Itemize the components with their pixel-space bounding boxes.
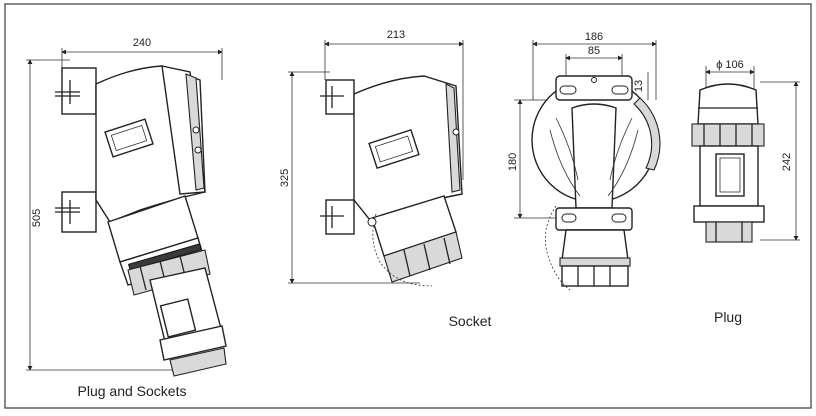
plug-grip-ring (691, 123, 765, 147)
caption-plug: Plug (714, 309, 742, 325)
plug-figure: ϕ 106 242 (691, 59, 800, 243)
front-coupling-ring (561, 265, 629, 287)
front-width-label: 186 (585, 31, 603, 43)
cap-chain (372, 213, 433, 287)
front-top-bracket (555, 75, 633, 101)
socket-figure: 213 325 (279, 29, 464, 287)
socket-front-view-figure: 186 85 13 180 (507, 31, 661, 291)
plug-cap (697, 83, 759, 125)
socket-bracket-top (325, 79, 355, 115)
front-cap-chain (544, 205, 571, 291)
front-height-label: 180 (507, 153, 519, 171)
label-plate (104, 118, 154, 158)
socket-height-label: 325 (279, 169, 291, 187)
socket-label-plate (368, 128, 420, 170)
plug-and-sockets-figure: 240 505 (26, 37, 227, 377)
width-dimension-label: 240 (133, 37, 151, 49)
socket-width-label: 213 (387, 29, 405, 41)
height-dimension-label: 505 (31, 209, 43, 227)
caption-plug-and-sockets: Plug and Sockets (78, 383, 187, 399)
plug-label-plate (715, 153, 745, 197)
socket-bracket-bottom (325, 199, 355, 235)
front-offset-label: 13 (633, 80, 645, 92)
plug-diameter-label: ϕ 106 (716, 59, 744, 71)
mounting-bracket-top (61, 67, 97, 115)
caption-socket: Socket (449, 313, 492, 329)
sheet-frame (4, 3, 812, 409)
plug-height-label: 242 (781, 153, 793, 171)
plug-cable-gland (705, 221, 753, 243)
front-inner-width-label: 85 (588, 45, 600, 57)
front-centre-column (571, 103, 617, 209)
